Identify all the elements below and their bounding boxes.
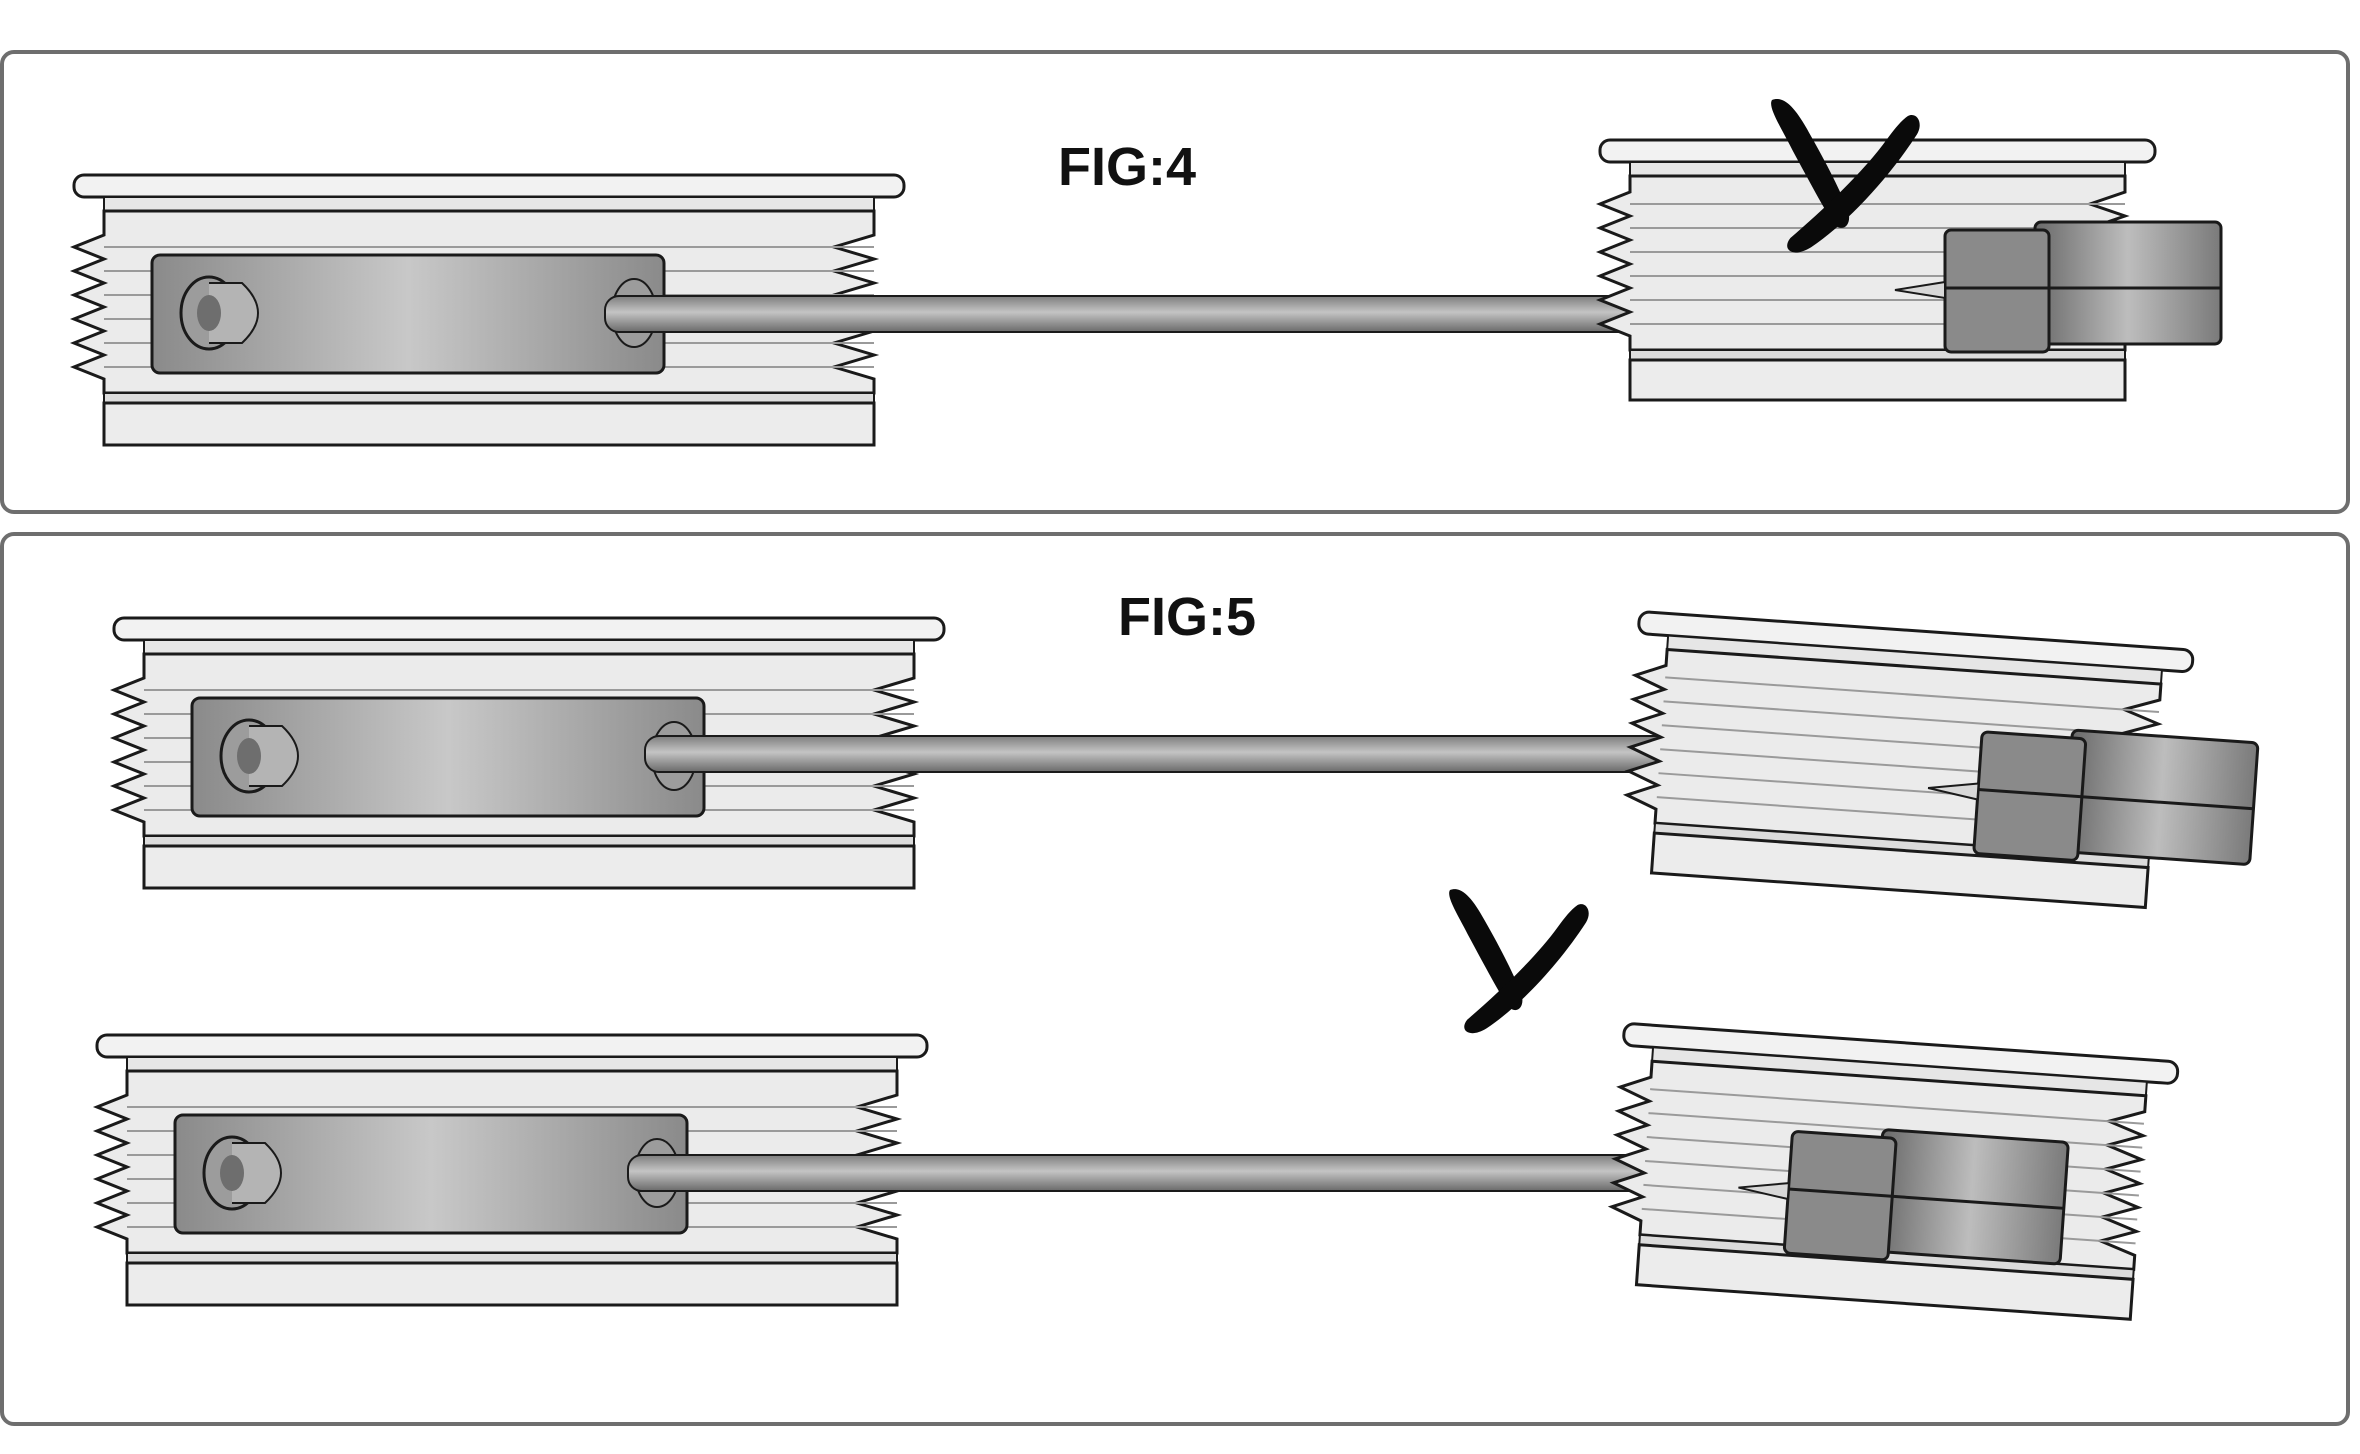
fig5-upper-driven-pulley-tilted	[1620, 609, 2260, 912]
fig5-label: FIG:5	[1118, 587, 1257, 647]
fig4-wrong-mark-icon	[1771, 99, 1920, 253]
fig5-wrong-mark-icon	[1449, 889, 1589, 1034]
fig5-lower-driven-pulley-tilted	[1605, 1021, 2180, 1323]
fig4-target-block	[1893, 220, 2223, 354]
fig5-lower-laser-beam	[627, 1154, 1739, 1192]
fig4-label: FIG:4	[1058, 137, 1197, 197]
